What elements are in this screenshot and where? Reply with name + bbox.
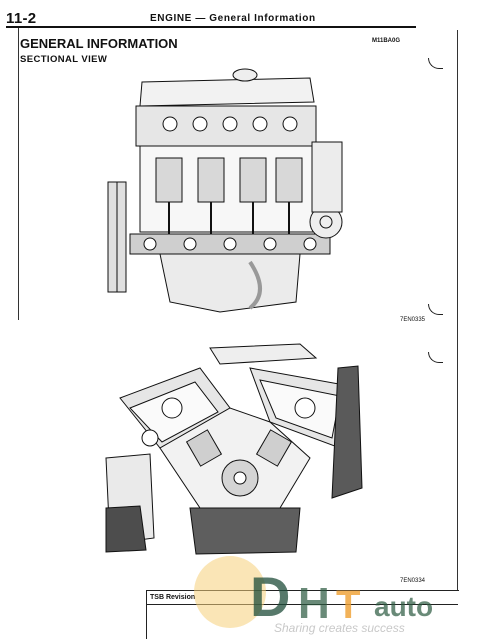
tsb-revision-box (146, 590, 459, 639)
inline-engine-section-figure (107, 68, 343, 313)
figure-label: 7EN0335 (400, 317, 426, 323)
tsb-divider (146, 604, 458, 605)
margin-hook-icon (428, 58, 443, 69)
section-title: ENGINE — General Information (150, 13, 316, 24)
right-margin-rule (457, 30, 458, 590)
page-number: 11-2 (6, 10, 37, 27)
tsb-revision-label: TSB Revision (150, 594, 196, 601)
v6-engine-section-figure (105, 343, 363, 555)
page-heading: GENERAL INFORMATION (20, 36, 178, 51)
header-rule (6, 26, 416, 28)
left-margin-rule (18, 28, 19, 320)
page-subheading: SECTIONAL VIEW (20, 54, 108, 65)
reference-code: M11BA0G (372, 38, 401, 44)
figure-label: 7EN0334 (400, 578, 426, 584)
margin-hook-icon (428, 304, 443, 315)
margin-hook-icon (428, 352, 443, 363)
